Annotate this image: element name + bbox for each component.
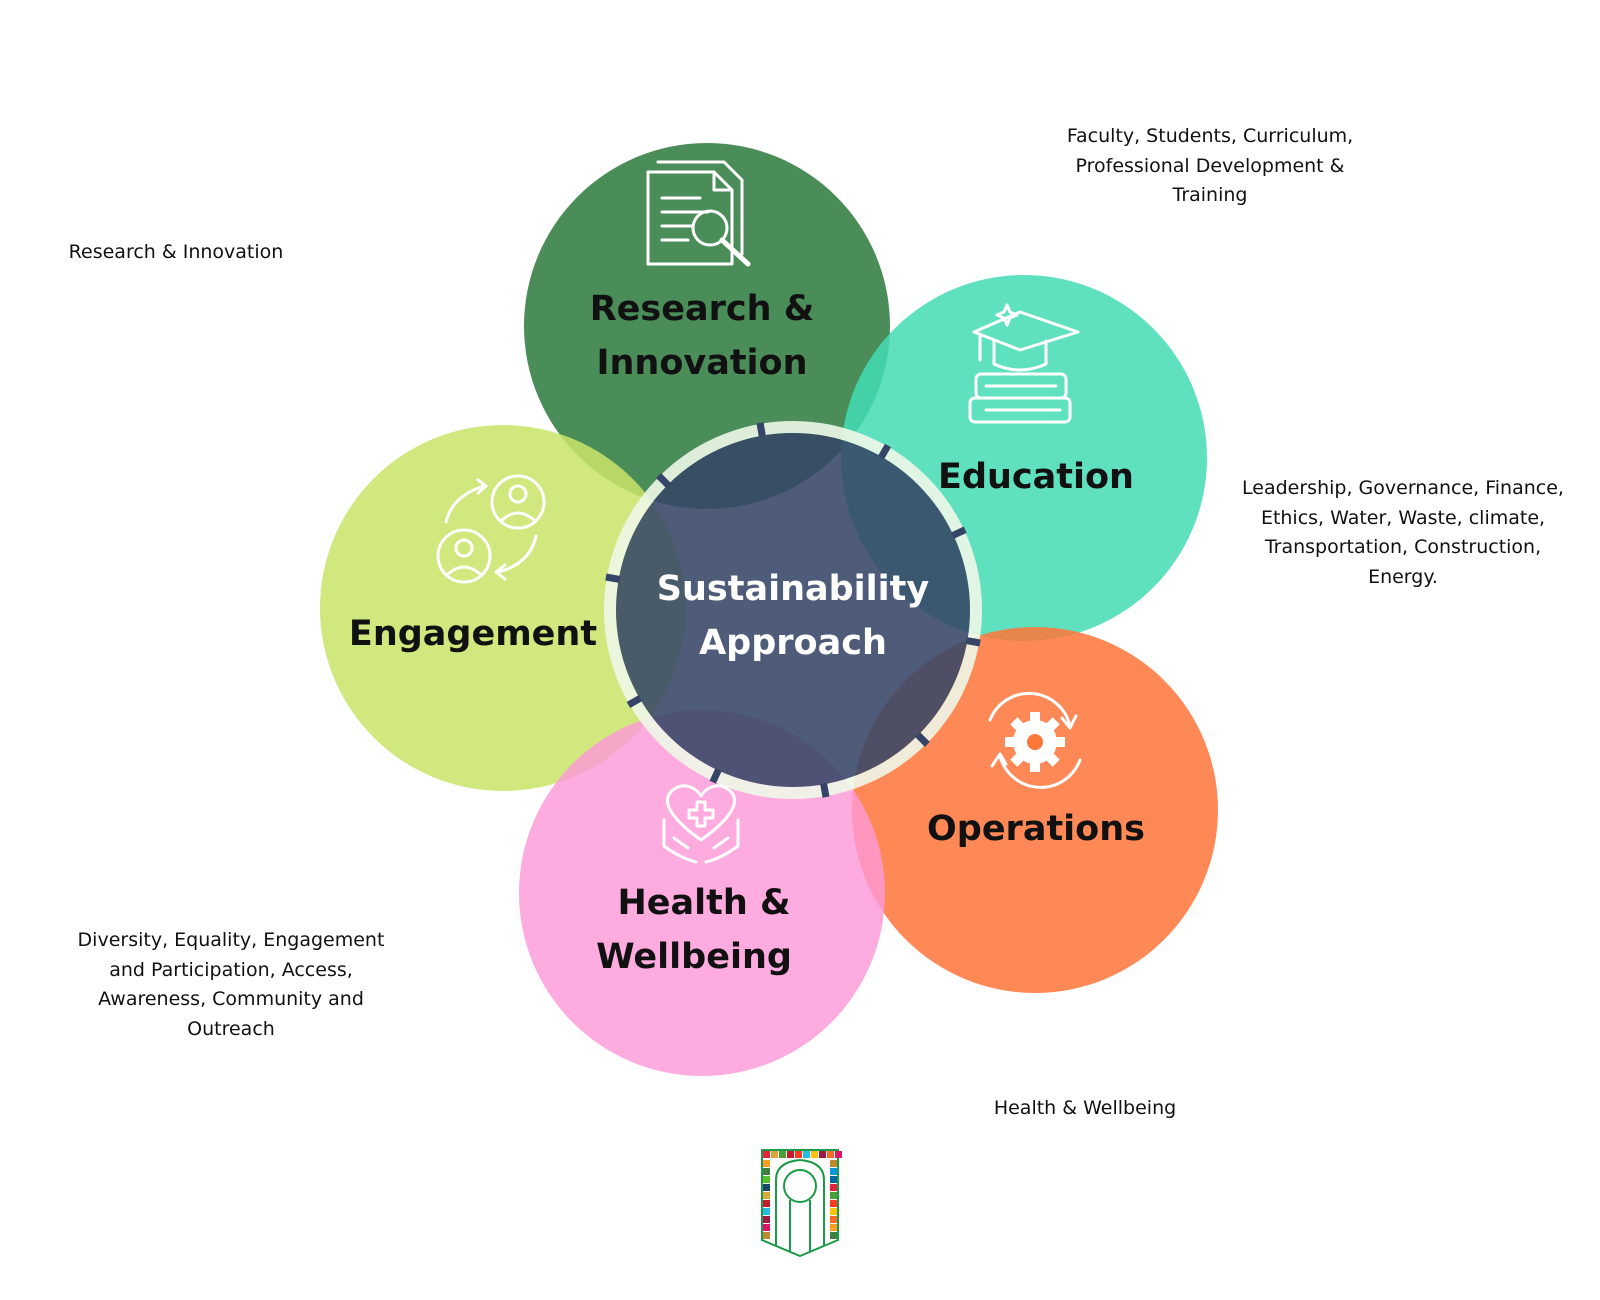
gear-tooth: [1042, 717, 1060, 735]
crest-tile: [819, 1151, 826, 1158]
note-research: Research & Innovation: [68, 241, 284, 263]
crest-tile: [763, 1184, 770, 1191]
crest-tile: [763, 1160, 770, 1167]
pillar-title-engagement: Engagement: [349, 614, 597, 654]
crest-tile: [763, 1151, 770, 1158]
leader-line-operations: [1215, 617, 1400, 760]
crest-tile: [830, 1176, 837, 1183]
gear-tooth: [1005, 737, 1019, 747]
document-search-icon: [648, 162, 748, 264]
pillar-title-health-line2: Wellbeing: [596, 937, 792, 977]
crest-tile: [830, 1168, 837, 1175]
leader-line-education: [1148, 238, 1213, 325]
graduation-cap-books-icon: [970, 305, 1078, 422]
center-title-line1: Sustainability: [657, 569, 930, 609]
gear-tooth: [1010, 749, 1028, 767]
circle-engagement: [320, 425, 686, 791]
crest-tile: [830, 1232, 837, 1239]
crest-tile: [830, 1216, 837, 1223]
gear-tooth: [1051, 737, 1065, 747]
note-engagement: Diversity, Equality, Engagement and Part…: [77, 929, 385, 1040]
crest-tile: [795, 1151, 802, 1158]
people-exchange-icon: [438, 476, 544, 582]
ring-notch: [877, 443, 892, 460]
center-ring: [604, 421, 982, 799]
crest-tile: [835, 1151, 842, 1158]
crest-tile: [830, 1208, 837, 1215]
crest-tile: [779, 1151, 786, 1158]
ring-notch: [756, 422, 766, 438]
note-health: Health & Wellbeing: [993, 1097, 1177, 1119]
crest-tile: [830, 1184, 837, 1191]
ring-notch: [656, 473, 672, 489]
note-education: Faculty, Students, Curriculum, Professio…: [1066, 125, 1354, 206]
crest-tile: [763, 1216, 770, 1223]
crest-color-tiles: [763, 1151, 842, 1239]
gear-cycle-icon: [990, 693, 1080, 787]
crest-tile: [787, 1151, 794, 1158]
note-operations: Leadership, Governance, Finance, Ethics,…: [1242, 477, 1564, 588]
center-title-line2: Approach: [699, 623, 887, 663]
crest-tile: [763, 1176, 770, 1183]
crest-tile: [803, 1151, 810, 1158]
ring-notch: [820, 782, 830, 798]
gear-teeth: [1005, 712, 1065, 772]
ring-notch: [626, 694, 643, 709]
pillar-title-health-line1: Health &: [617, 883, 790, 923]
crest-tile: [827, 1151, 834, 1158]
gear-tooth: [1030, 758, 1040, 772]
pillar-title-operations: Operations: [927, 809, 1145, 849]
circle-health: [519, 710, 885, 1076]
crest-tile: [830, 1200, 837, 1207]
ring-notch: [965, 637, 981, 647]
leader-line-engagement: [230, 762, 400, 897]
crest-tile: [811, 1151, 818, 1158]
crest-tile: [763, 1200, 770, 1207]
ring-notch: [951, 526, 967, 539]
center-ring-notches: [605, 422, 981, 798]
crest-tile: [763, 1192, 770, 1199]
crest-tile: [771, 1151, 778, 1158]
leader-line-health: [848, 995, 1080, 1092]
center-hub: Sustainability Approach: [604, 421, 982, 799]
center-circle: [616, 433, 970, 787]
crest-tile: [830, 1160, 837, 1167]
pillar-title-research-line2: Innovation: [596, 343, 807, 383]
crest-tile: [763, 1232, 770, 1239]
crest-tile: [763, 1208, 770, 1215]
ring-notch: [605, 573, 621, 583]
ring-notch: [914, 731, 930, 747]
crest-tile: [830, 1192, 837, 1199]
crest-tile: [763, 1168, 770, 1175]
crest-tile: [763, 1224, 770, 1231]
heart-hands-icon: [664, 786, 738, 862]
ring-notch: [709, 768, 722, 784]
university-crest-logo: [761, 1149, 842, 1258]
crest-tile: [830, 1224, 837, 1231]
pillar-title-education: Education: [938, 457, 1134, 497]
circle-research: [524, 143, 890, 509]
gear-tooth: [1010, 717, 1028, 735]
pillar-title-research-line1: Research &: [590, 289, 815, 329]
gear-tooth: [1042, 749, 1060, 767]
gear-tooth: [1030, 712, 1040, 726]
